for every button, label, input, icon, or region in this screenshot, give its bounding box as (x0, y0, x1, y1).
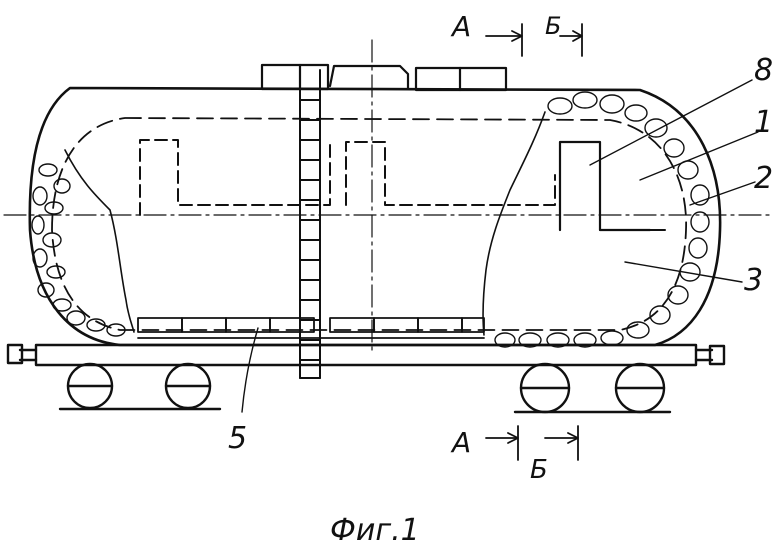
cutaway-lines (64, 111, 546, 336)
ladder (299, 69, 321, 379)
section-label-top-a: А (450, 10, 471, 43)
dome-blocks (260, 63, 508, 92)
section-marks-bottom (485, 425, 579, 461)
tank-outer-shell (28, 86, 722, 347)
figure-caption: Фиг.1 (330, 513, 420, 548)
section-label-top-b: Б (545, 12, 561, 40)
callout-8: 8 (754, 53, 773, 88)
insulation-left (31, 163, 126, 337)
internal-baffles (139, 139, 556, 216)
bottom-blocks (137, 317, 485, 339)
callout-5: 5 (228, 421, 247, 456)
section-label-bottom-b: Б (530, 455, 548, 485)
tank-inner-vessel (51, 117, 687, 331)
callout-1: 1 (754, 105, 773, 140)
wheels (58, 362, 672, 414)
compartment-8 (558, 140, 652, 232)
callout-3: 3 (744, 263, 763, 298)
insulation-right (494, 91, 710, 348)
underframe (6, 343, 726, 367)
section-marks-top (485, 23, 583, 57)
leader-lines (241, 79, 759, 413)
callout-2: 2 (754, 161, 773, 196)
section-label-bottom-a: А (450, 426, 471, 459)
